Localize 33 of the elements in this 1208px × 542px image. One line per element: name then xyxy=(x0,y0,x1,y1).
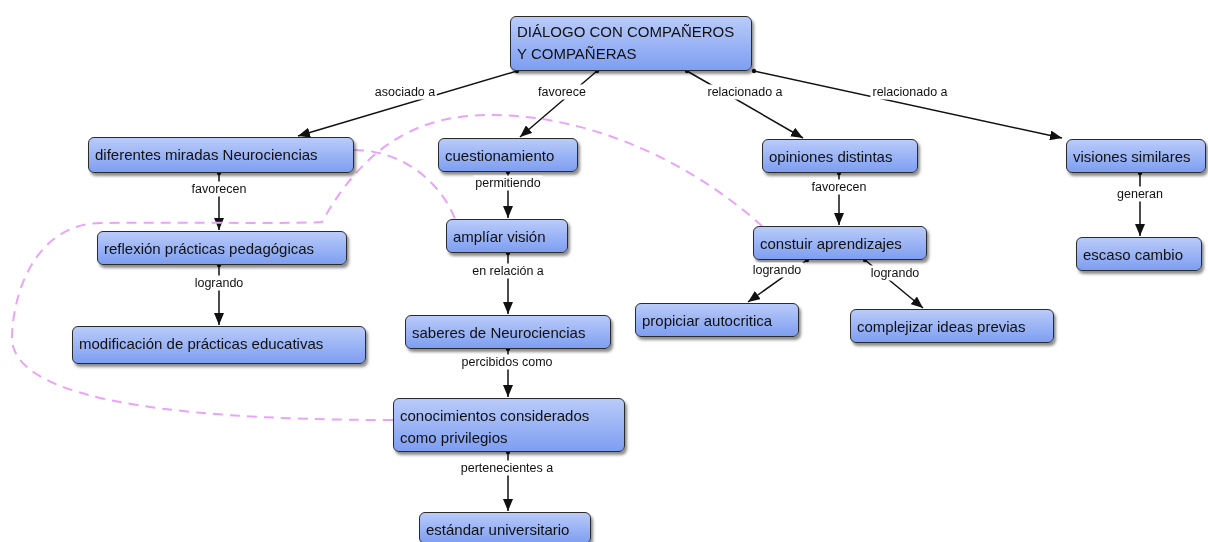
edge-label: asociado a xyxy=(372,84,438,100)
concept-box: opiniones distintas xyxy=(762,139,918,173)
cross-link-line xyxy=(11,114,763,421)
arrow xyxy=(297,68,520,138)
edge-label: logrando xyxy=(750,262,804,278)
concept-box: escaso cambio xyxy=(1076,237,1202,271)
edge-label: favorecen xyxy=(189,181,249,197)
concept-box: estándar universitario xyxy=(419,512,591,542)
concept-box: conocimientos considerados como privilegios xyxy=(393,398,625,452)
edge-label: percibidos como xyxy=(459,354,555,370)
arrow xyxy=(751,68,1063,141)
concept-box: propiciar autocritica xyxy=(635,303,799,337)
edge-label: en relación a xyxy=(470,263,546,279)
concept-box: constuir aprendizajes xyxy=(753,226,927,260)
edge-label: pertenecientes a xyxy=(458,460,556,476)
concept-box: amplíar visión xyxy=(446,219,568,253)
concept-box: visiones similares xyxy=(1066,139,1206,173)
concept-box: complejizar ideas previas xyxy=(850,309,1054,343)
concept-box: cuestionamiento xyxy=(438,138,578,172)
concept-box: reflexión prácticas pedagógicas xyxy=(97,231,347,265)
edge-label: permitiendo xyxy=(473,175,543,191)
edge-label: logrando xyxy=(192,275,246,291)
edge-label: favorecen xyxy=(809,179,869,195)
edge-label: generan xyxy=(1115,186,1165,202)
concept-box: diferentes miradas Neurociencias xyxy=(88,137,354,173)
cross-link-line xyxy=(353,149,456,220)
concept-box: DIÁLOGO CON COMPAÑEROS Y COMPAÑERAS xyxy=(510,16,752,71)
concept-box: saberes de Neurociencias xyxy=(405,315,611,349)
edge-label: logrando xyxy=(868,265,922,281)
concept-box: modificación de prácticas educativas xyxy=(72,326,366,364)
edge-label: relacionado a xyxy=(705,84,785,100)
edge-label: relacionado a xyxy=(870,84,950,100)
edge-label: favorece xyxy=(536,84,588,100)
